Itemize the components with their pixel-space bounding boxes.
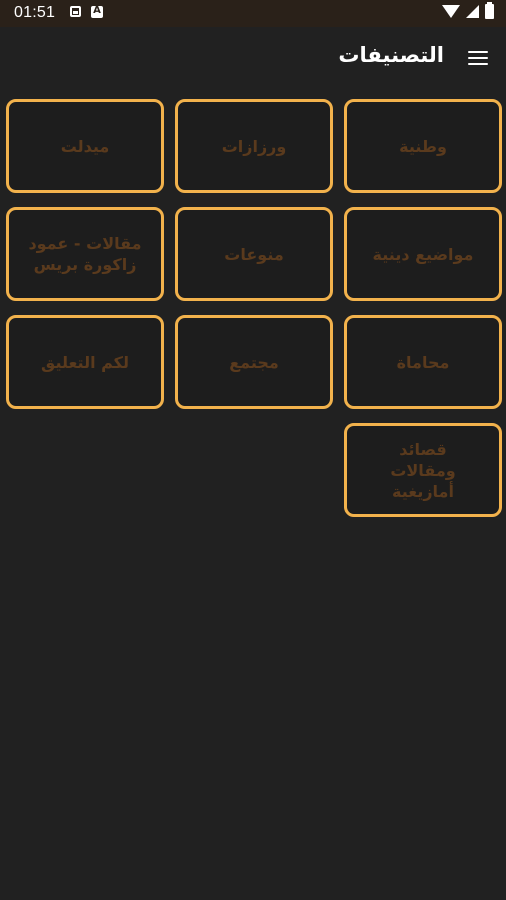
page-title: التصنيفات <box>338 43 444 67</box>
category-grid: وطنية ورزازات ميدلت مواضيع دينية منوعات … <box>6 99 502 517</box>
category-label: مقالات - عمود زاكورة بريس <box>28 234 142 274</box>
a-notification-icon <box>91 5 103 18</box>
battery-icon <box>485 2 494 19</box>
category-tile-religious[interactable]: مواضيع دينية <box>344 207 502 301</box>
category-tile-misc[interactable]: منوعات <box>175 207 333 301</box>
category-tile-wataniya[interactable]: وطنية <box>344 99 502 193</box>
status-bar: 01:51 <box>0 0 506 27</box>
category-label: منوعات <box>224 244 284 264</box>
notification-icons <box>70 5 103 18</box>
app-bar: التصنيفات <box>0 27 506 91</box>
category-tile-society[interactable]: مجتمع <box>175 315 333 409</box>
category-label: محاماة <box>396 352 450 372</box>
signal-icon <box>466 5 479 18</box>
category-tile-ouarzazate[interactable]: ورزازات <box>175 99 333 193</box>
menu-icon[interactable] <box>468 50 488 66</box>
category-label: قصائد ومقالات أمازيغية <box>390 439 456 501</box>
category-label: ميدلت <box>60 136 110 156</box>
wifi-icon <box>442 5 460 18</box>
category-label: مجتمع <box>229 352 279 372</box>
category-tile-midelt[interactable]: ميدلت <box>6 99 164 193</box>
image-notification-icon <box>70 6 81 17</box>
category-tile-law[interactable]: محاماة <box>344 315 502 409</box>
category-label: ورزازات <box>221 136 287 156</box>
category-label: لكم التعليق <box>41 352 129 372</box>
category-tile-comments[interactable]: لكم التعليق <box>6 315 164 409</box>
category-label: وطنية <box>399 136 447 156</box>
status-time: 01:51 <box>14 4 56 21</box>
category-tile-articles-column[interactable]: مقالات - عمود زاكورة بريس <box>6 207 164 301</box>
category-label: مواضيع دينية <box>372 244 474 264</box>
system-icons <box>442 2 494 19</box>
category-tile-amazigh-poems[interactable]: قصائد ومقالات أمازيغية <box>344 423 502 517</box>
